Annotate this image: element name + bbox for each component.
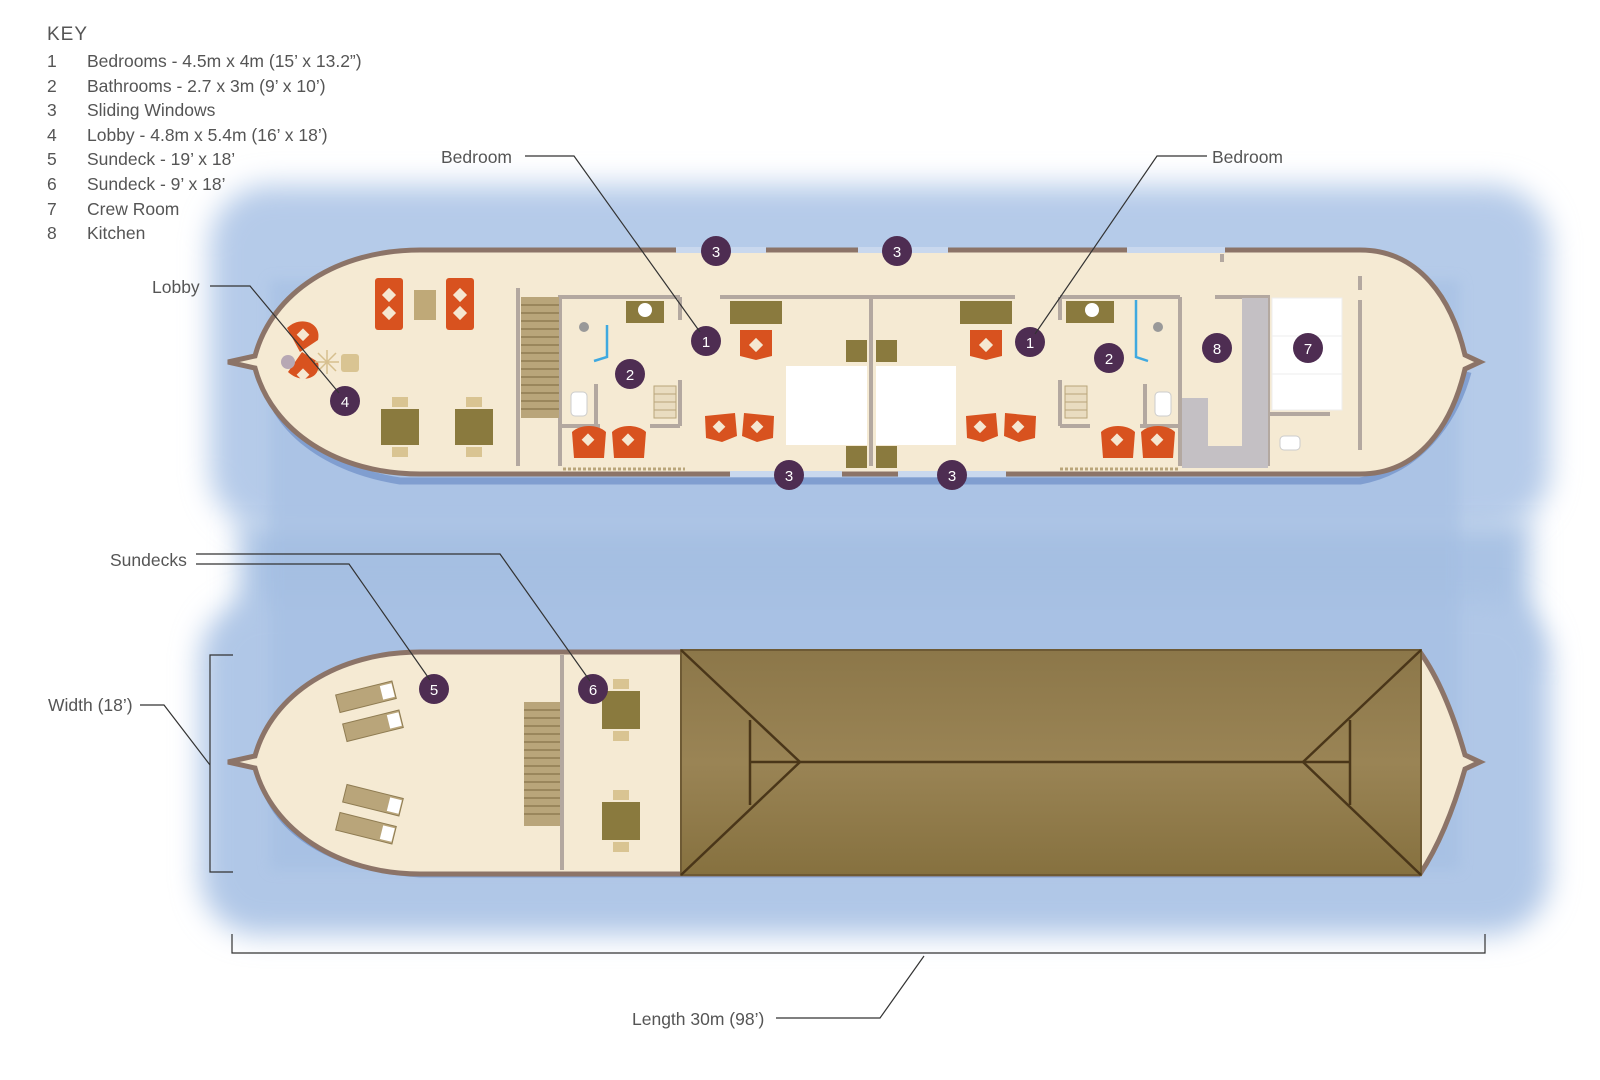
key-item-number: 2 bbox=[47, 75, 57, 96]
marker-window-bottom-b-label: 3 bbox=[948, 468, 956, 485]
marker-sundeck-large bbox=[419, 674, 449, 704]
marker-window-top-b bbox=[882, 236, 912, 266]
key-item-text: Crew Room bbox=[87, 198, 180, 219]
marker-window-bottom-a bbox=[774, 460, 804, 490]
key-item-number: 3 bbox=[47, 100, 57, 121]
callout-bedroom-left: Bedroom bbox=[441, 147, 513, 167]
right-bathroom-fixtures bbox=[1064, 300, 1172, 419]
marker-lobby bbox=[330, 386, 360, 416]
callout-sundecks: Sundecks bbox=[110, 550, 187, 570]
key-item-number: 8 bbox=[47, 223, 57, 244]
marker-window-bottom-b bbox=[937, 460, 967, 490]
marker-bedroom-right-label: 1 bbox=[1026, 335, 1034, 352]
marker-sundeck-large-label: 5 bbox=[430, 682, 438, 699]
marker-bathroom-right bbox=[1094, 343, 1124, 373]
key-item: 7 Crew Room bbox=[47, 197, 362, 222]
key-item-number: 4 bbox=[47, 124, 57, 145]
callout-bedroom-right: Bedroom bbox=[1212, 147, 1284, 167]
key-item-text: Sundeck - 19’ x 18’ bbox=[87, 149, 236, 170]
callout-width: Width (18’) bbox=[48, 695, 133, 715]
marker-crew-room bbox=[1293, 333, 1323, 363]
key-item: 3 Sliding Windows bbox=[47, 98, 362, 123]
dimension-brackets bbox=[209, 654, 1486, 954]
key-item: 8 Kitchen bbox=[47, 221, 362, 246]
key-item-text: Bedrooms - 4.5m x 4m (15’ x 13.2”) bbox=[87, 51, 362, 71]
marker-bedroom-left bbox=[691, 326, 721, 356]
sundeck-stairs bbox=[524, 702, 560, 826]
key-item-text: Kitchen bbox=[87, 223, 146, 244]
marker-kitchen bbox=[1202, 333, 1232, 363]
key-item-text: Sliding Windows bbox=[87, 100, 216, 121]
width-bracket bbox=[209, 654, 233, 873]
marker-window-top-b-label: 3 bbox=[893, 244, 901, 261]
marker-lobby-label: 4 bbox=[341, 394, 349, 411]
marker-kitchen-label: 8 bbox=[1213, 341, 1221, 358]
marker-bathroom-left-label: 2 bbox=[626, 367, 634, 384]
key-item: 2 Bathrooms - 2.7 x 3m (9’ x 10’) bbox=[47, 74, 362, 99]
marker-window-top-a bbox=[701, 236, 731, 266]
bedroom-furniture bbox=[563, 301, 1178, 471]
key-item: 1 Bedrooms - 4.5m x 4m (15’ x 13.2”) bbox=[47, 49, 362, 74]
key-item: 5 Sundeck - 19’ x 18’ bbox=[47, 147, 362, 172]
key-item-number: 6 bbox=[47, 173, 57, 194]
key-item-text: Bathrooms - 2.7 x 3m (9’ x 10’) bbox=[87, 75, 326, 96]
key-item: 6 Sundeck - 9’ x 18’ bbox=[47, 172, 362, 197]
key-item-number: 7 bbox=[47, 198, 57, 219]
sundeck-tables bbox=[602, 679, 640, 852]
marker-bedroom-right bbox=[1015, 327, 1045, 357]
key-legend: KEY 1 Bedrooms - 4.5m x 4m (15’ x 13.2”)… bbox=[47, 24, 362, 246]
main-deck-plan: 3 3 3 3 1 1 2 2 4 8 7 bbox=[227, 236, 1486, 490]
marker-window-bottom-a-label: 3 bbox=[785, 468, 793, 485]
left-bathroom-fixtures bbox=[570, 301, 677, 419]
sundeck-plan: 5 6 bbox=[227, 649, 1486, 878]
marker-bathroom-right-label: 2 bbox=[1105, 351, 1113, 368]
main-deck-stairs bbox=[521, 297, 559, 418]
marker-crew-room-label: 7 bbox=[1304, 341, 1312, 358]
callout-length: Length 30m (98’) bbox=[632, 1009, 765, 1029]
key-item-number: 1 bbox=[47, 51, 57, 71]
sun-loungers bbox=[335, 680, 404, 845]
marker-sundeck-small-label: 6 bbox=[589, 682, 597, 699]
key-title: KEY bbox=[47, 24, 89, 45]
marker-window-top-a-label: 3 bbox=[712, 244, 720, 261]
key-item-text: Lobby - 4.8m x 5.4m (16’ x 18’) bbox=[87, 124, 328, 145]
length-bracket bbox=[231, 934, 1486, 954]
thatched-roof bbox=[680, 649, 1422, 876]
marker-bathroom-left bbox=[615, 359, 645, 389]
leader-lines bbox=[140, 155, 1207, 1019]
main-deck-markers: 3 3 3 3 1 1 2 2 4 8 7 bbox=[330, 236, 1323, 490]
key-item-text: Sundeck - 9’ x 18’ bbox=[87, 173, 226, 194]
key-item: 4 Lobby - 4.8m x 5.4m (16’ x 18’) bbox=[47, 123, 362, 148]
key-item-number: 5 bbox=[47, 149, 57, 170]
marker-sundeck-small bbox=[578, 674, 608, 704]
callout-lobby: Lobby bbox=[152, 277, 200, 297]
marker-bedroom-left-label: 1 bbox=[702, 334, 710, 351]
